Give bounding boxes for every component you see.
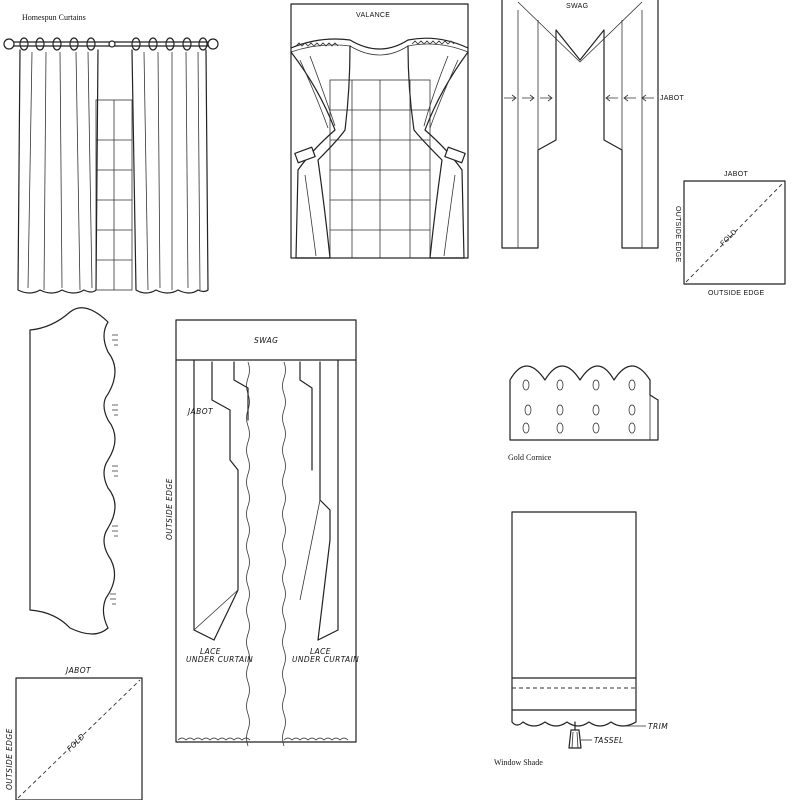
homespun-window-panes [95, 99, 133, 291]
jabot-square-right: JABOT OUTSIDE EDGE OUTSIDE EDGE FOLD [674, 171, 786, 297]
tassel-label: TASSEL [594, 736, 624, 745]
lace-left-label-1: LACE [200, 647, 221, 656]
window-shade-figure: TRIM TASSEL Window Shade [494, 511, 668, 767]
valance-frame [290, 3, 469, 259]
gold-cornice-figure: Gold Cornice [508, 365, 659, 462]
homespun-left-panel [17, 49, 99, 294]
valance-window-grid [329, 79, 431, 259]
valance-label: VALANCE [356, 12, 390, 19]
window-shade-caption: Window Shade [494, 758, 543, 767]
curtain-rod [3, 38, 219, 50]
jabot-panel-label: JABOT [186, 407, 214, 416]
cornice-ovals [522, 379, 636, 434]
scallop-ticks [110, 334, 118, 605]
outside-edge-square-right-label: OUTSIDE EDGE [674, 206, 681, 263]
trim-label: TRIM [648, 722, 668, 731]
swag-panel-figure: SWAG JABOT OUTSIDE EDGE LACE UNDER CURTA… [165, 319, 359, 747]
fold-square-right-label: FOLD [719, 228, 738, 247]
lace-left-label-2: UNDER CURTAIN [186, 655, 253, 664]
right-jabot-folds [299, 359, 339, 641]
jabot-square-bottom-left: JABOT FOLD OUTSIDE EDGE [5, 666, 143, 800]
left-tieback [294, 146, 316, 164]
valance-ruffle [290, 37, 469, 56]
outside-edge-panel-label: OUTSIDE EDGE [165, 478, 174, 540]
valance-right-drape [407, 45, 469, 259]
swag-jabot-figure: SWAG JABOT [501, 0, 684, 249]
scalloped-valance-pattern [29, 307, 118, 635]
jabot-arrows [504, 94, 654, 102]
swag-panel-label: SWAG [254, 336, 278, 345]
tassel-icon [568, 721, 582, 749]
jabot-bottom-square-label: JABOT [64, 666, 92, 675]
lace-right-label-2: UNDER CURTAIN [292, 655, 359, 664]
valance-window-figure: VALANCE [290, 3, 469, 259]
right-tieback [444, 146, 466, 164]
homespun-curtains-caption: Homespun Curtains [22, 13, 86, 22]
fold-bottom-square-label: FOLD [65, 732, 87, 754]
swag-top-label: SWAG [566, 3, 588, 10]
jabot-top-label: JABOT [660, 95, 684, 102]
gold-cornice-caption: Gold Cornice [508, 453, 552, 462]
left-jabot-folds [193, 359, 249, 641]
lace-under-curtain [177, 361, 349, 747]
homespun-right-panel [131, 49, 209, 294]
outside-edge-square-bottom-label: OUTSIDE EDGE [708, 290, 765, 297]
lace-right-label-1: LACE [310, 647, 331, 656]
jabot-square-top-label: JABOT [724, 171, 748, 178]
outside-edge-bottom-square-label: OUTSIDE EDGE [5, 728, 14, 790]
homespun-curtains-figure: Homespun Curtains [3, 13, 219, 294]
valance-left-drape [290, 45, 351, 259]
curtain-rings [19, 37, 208, 51]
